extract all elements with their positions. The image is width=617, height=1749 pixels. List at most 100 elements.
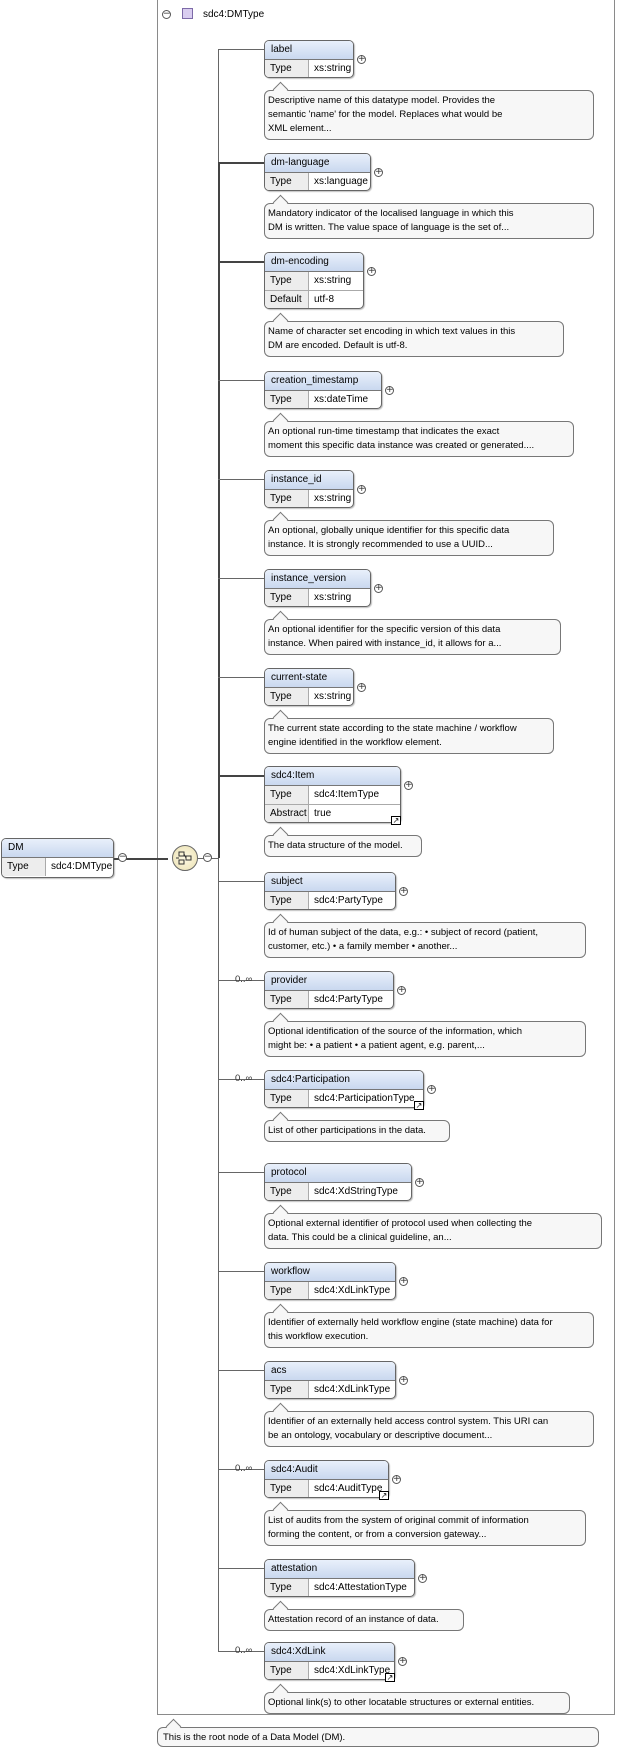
element-name-workflow: workflow [265,1263,395,1282]
description-line: Optional link(s) to other locatable stru… [268,1697,535,1708]
description-instance-id: An optional, globally unique identifier … [264,520,554,556]
expand-toggle-instance-id[interactable]: + [357,484,366,494]
description-line: An optional identifier for the specific … [268,624,501,635]
description-creation-timestamp: An optional run-time timestamp that indi… [264,421,574,457]
expand-toggle-sdc4-xdlink[interactable]: + [398,1656,407,1666]
element-row: Default utf-8 [265,291,363,308]
root-description-text: This is the root node of a Data Model (D… [163,1732,346,1743]
occurrence-sdc4-audit: 0..∞ [235,1463,253,1474]
description-protocol: Optional external identifier of protocol… [264,1213,602,1249]
element-name-instance-version: instance_version [265,570,370,589]
connector-sdc4-xdlink [218,1651,264,1652]
description-line: Name of character set encoding in which … [268,326,516,337]
property-label: Abstract [265,805,309,822]
sequence-compositor-icon[interactable] [172,845,198,871]
description-line: moment this specific data instance was c… [268,440,535,451]
complex-type-name: sdc4:DMType [203,9,265,20]
description-dm-encoding: Name of character set encoding in which … [264,321,564,357]
description-sdc4-audit: List of audits from the system of origin… [264,1510,586,1546]
reference-arrow-icon: ↗ [379,1491,389,1500]
description-sdc4-participation: List of other participations in the data… [264,1120,450,1142]
connector-sdc4-item [218,775,264,777]
expand-toggle-acs[interactable]: + [399,1375,408,1385]
element-name-dm-language: dm-language [265,154,370,173]
expand-toggle-creation-timestamp[interactable]: + [385,385,394,395]
connector-attestation [218,1568,264,1569]
element-name-acs: acs [265,1362,395,1381]
expand-toggle-instance-version[interactable]: + [374,583,383,593]
property-value: sdc4:XdLinkType [314,1384,391,1395]
expand-toggle-protocol[interactable]: + [415,1177,424,1187]
description-line: List of other participations in the data… [268,1125,426,1136]
property-label: Default [265,291,309,308]
expand-toggle-dm-encoding[interactable]: + [367,266,376,276]
property-value: xs:string [314,493,352,504]
expand-toggle-sdc4-participation[interactable]: + [427,1084,436,1094]
sequence-collapse-toggle[interactable]: − [203,852,212,862]
expand-toggle-subject[interactable]: + [399,886,408,896]
element-name-attestation: attestation [265,1560,414,1579]
occurrence-provider: 0..∞ [235,974,253,985]
connector-acs [218,1370,264,1371]
expand-toggle-current-state[interactable]: + [357,682,366,692]
property-label: Type [265,1282,309,1299]
expand-toggle-sdc4-item[interactable]: + [404,780,413,790]
property-value: xs:string [314,592,352,603]
collapse-toggle[interactable]: − [162,9,171,19]
description-line: engine identified in the workflow elemen… [268,737,442,748]
connector-sdc4-audit [218,1469,264,1470]
description-line: be an ontology, vocabulary or descriptiv… [268,1430,493,1441]
description-attestation: Attestation record of an instance of dat… [264,1609,464,1631]
expand-toggle-dm-language[interactable]: + [374,167,383,177]
expand-toggle-label[interactable]: + [357,54,366,64]
root-element-name: DM [2,839,113,858]
connector-dm-language [218,162,264,164]
root-connector [114,858,168,860]
description-sdc4-item: The data structure of the model. [264,835,422,857]
description-line: Id of human subject of the data, e.g.: •… [268,927,539,938]
element-name-provider: provider [265,972,393,991]
expand-toggle-sdc4-audit[interactable]: + [392,1474,401,1484]
property-label: Type [265,1480,309,1497]
expand-toggle-provider[interactable]: + [397,985,406,995]
connector-creation-timestamp [218,380,264,381]
expand-toggle-workflow[interactable]: + [399,1276,408,1286]
root-collapse-toggle[interactable]: − [118,852,127,862]
property-value: sdc4:XdStringType [314,1186,398,1197]
description-acs: Identifier of an externally held access … [264,1411,594,1447]
description-provider: Optional identification of the source of… [264,1021,586,1057]
connector-workflow [218,1271,264,1272]
element-row: Type sdc4:ParticipationType [265,1090,423,1107]
root-element-box[interactable]: DM Type sdc4:DMType [1,838,114,878]
expand-toggle-attestation[interactable]: + [418,1573,427,1583]
description-line: Mandatory indicator of the localised lan… [268,208,514,219]
property-label: Type [265,1090,309,1107]
property-label: Type [265,1662,309,1679]
property-value: utf-8 [314,294,335,305]
property-value: sdc4:ParticipationType [314,1093,415,1104]
